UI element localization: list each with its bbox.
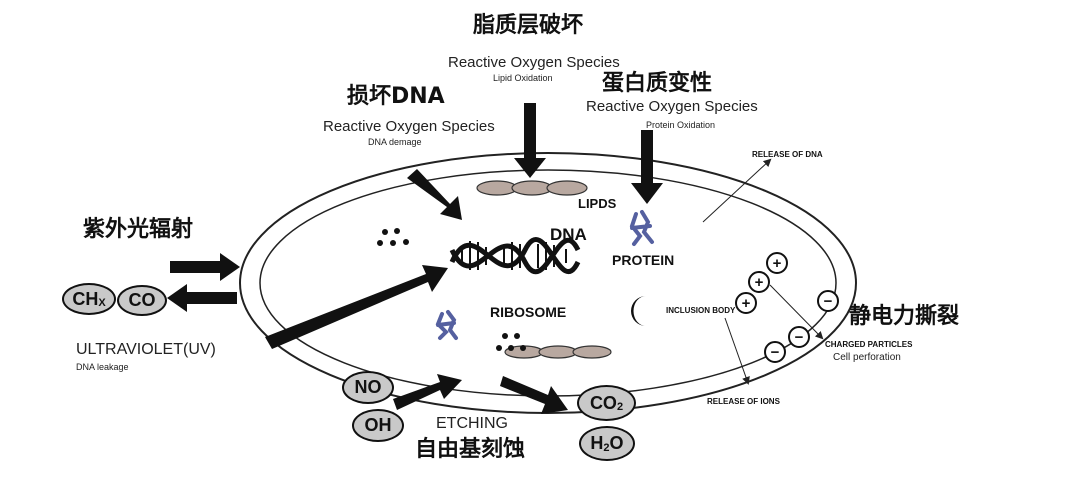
inclusion-body-icon	[631, 296, 646, 326]
ribosome-label: RIBOSOME	[490, 304, 567, 320]
co-molecule: CO	[117, 285, 167, 316]
release-ions-label: RELEASE OF IONS	[707, 397, 780, 406]
electrostatic-tearing-title: 静电力撕裂	[849, 304, 960, 329]
release-dna-label: RELEASE OF DNA	[752, 150, 823, 159]
uv-radiation-title: 紫外光辐射	[83, 217, 194, 242]
h2o-sub: 2	[603, 441, 610, 454]
release-ions-arrow	[724, 317, 750, 385]
h2o-h: H	[590, 433, 604, 453]
oh-text: OH	[364, 415, 392, 435]
co2-sub: 2	[616, 401, 624, 413]
ribosome-dots	[496, 333, 526, 351]
protein-oxidation-label: Protein Oxidation	[646, 120, 716, 130]
arrow-co2-out	[500, 376, 568, 414]
protein-label: PROTEIN	[612, 252, 675, 268]
lipid-oxidation-label: Lipid Oxidation	[493, 73, 553, 83]
positive-charge-3: +	[735, 292, 757, 314]
lipid-beads-top	[476, 180, 588, 196]
arrow-no-in	[393, 374, 462, 410]
negative-charge-3: −	[764, 341, 786, 363]
dna-ros-label: Reactive Oxygen Species	[323, 118, 495, 135]
release-dna-arrow	[702, 158, 772, 223]
co-text: CO	[128, 290, 156, 310]
charged-arrow	[769, 284, 824, 340]
dna-leakage-label: DNA leakage	[76, 362, 129, 372]
protein-icon	[629, 210, 654, 246]
positive-charge-2: +	[748, 271, 770, 293]
arrow-protein-down	[631, 130, 663, 204]
arrow-uv-leakage	[265, 265, 448, 349]
no-molecule: NO	[342, 371, 394, 404]
cell-perforation-label: Cell perforation	[833, 352, 901, 363]
outer-membrane	[239, 152, 857, 414]
charged-particles-label: CHARGED PARTICLES	[825, 340, 913, 349]
radical-etching-title: 自由基刻蚀	[415, 437, 526, 462]
positive-charge-1: +	[766, 252, 788, 274]
chx-main: CH	[72, 288, 99, 309]
particle-dots-left	[377, 228, 409, 246]
h2o-o: O	[609, 433, 624, 453]
oh-molecule: OH	[352, 409, 404, 442]
arrow-lipid-down	[514, 103, 546, 178]
negative-charge-1: −	[817, 290, 839, 312]
lipid-ros-label: Reactive Oxygen Species	[448, 54, 620, 71]
protein-denature-title: 蛋白质变性	[602, 71, 713, 96]
dna-damage-title: 损坏DNA	[347, 84, 445, 109]
uv-label: ULTRAVIOLET(UV)	[76, 341, 216, 358]
lipid-beads-bottom	[504, 345, 612, 359]
protein-icon-small	[435, 310, 458, 340]
co2-main: CO	[589, 392, 617, 413]
arrow-uv-out	[167, 284, 237, 312]
no-text: NO	[354, 377, 382, 397]
inclusion-body-label: INCLUSION BODY	[666, 306, 736, 315]
chx-sub: X	[98, 297, 106, 309]
negative-charge-2: −	[788, 326, 810, 348]
lipid-damage-title: 脂质层破坏	[473, 13, 584, 38]
protein-ros-label: Reactive Oxygen Species	[586, 98, 758, 115]
lipids-label: LIPDS	[578, 196, 617, 211]
arrow-uv-in	[170, 253, 240, 281]
dna-helix-icon	[449, 237, 581, 275]
dna-demage-label: DNA demage	[368, 137, 422, 147]
arrow-dna-diagonal	[407, 169, 462, 220]
etching-label: ETCHING	[436, 415, 508, 432]
dna-label: DNA	[550, 225, 587, 244]
